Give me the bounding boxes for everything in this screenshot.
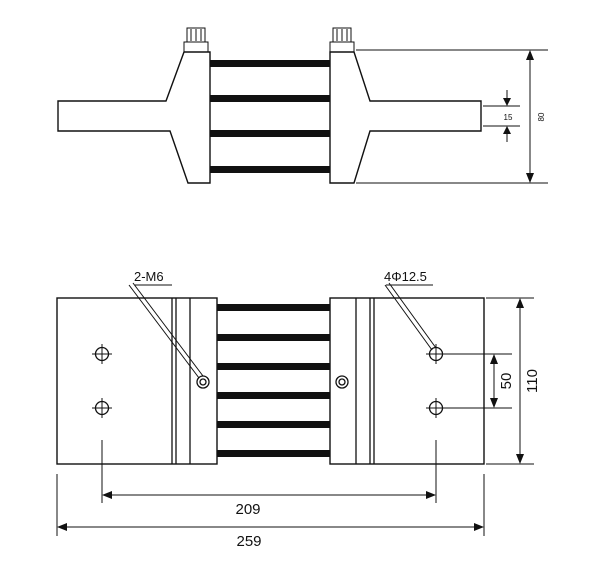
width-label: 110	[524, 369, 541, 393]
mounting-hole	[426, 398, 446, 418]
resistance-plate	[217, 334, 330, 341]
hole-callout-label: 4Φ12.5	[384, 269, 427, 284]
hole-callout: 4Φ12.5	[384, 269, 437, 351]
resistance-plate	[217, 363, 330, 370]
screw-callout-label: 2-M6	[134, 269, 164, 284]
mounting-hole	[92, 398, 112, 418]
resistance-plate	[210, 166, 330, 173]
overall-length-dimension: 259	[56, 474, 485, 550]
height-label: 80	[537, 112, 546, 121]
resistance-plate	[210, 130, 330, 137]
hole-spacing-vertical-dimension: 50	[446, 353, 515, 409]
resistance-plate	[217, 392, 330, 399]
resistance-plate	[217, 421, 330, 428]
m6-screw	[335, 375, 349, 389]
mounting-hole	[92, 344, 112, 364]
width-dimension: 110	[486, 297, 541, 465]
resistance-plate	[210, 95, 330, 102]
side-view: 80 15	[57, 27, 548, 184]
left-screw-head	[183, 27, 209, 53]
top-view: 2-M6 4Φ12.5 50 110	[56, 269, 541, 550]
screw-callout: 2-M6	[128, 269, 204, 379]
height-dimension: 80	[356, 49, 548, 184]
resistance-plate	[217, 304, 330, 311]
hole-spacing-vertical-label: 50	[498, 373, 515, 390]
hole-spacing-horizontal-dimension: 209	[101, 440, 437, 518]
terminal-thickness-dimension: 15	[483, 90, 520, 142]
resistance-plate	[217, 450, 330, 457]
overall-length-label: 259	[236, 533, 261, 550]
right-screw-head	[329, 27, 355, 53]
hole-spacing-horizontal-label: 209	[235, 501, 260, 518]
left-terminal-block	[57, 51, 211, 184]
terminal-thickness-label: 15	[504, 113, 513, 122]
right-terminal-block	[329, 51, 482, 184]
left-terminal-plate	[56, 297, 218, 465]
resistance-plate	[210, 60, 330, 67]
right-terminal-plate	[329, 297, 485, 465]
